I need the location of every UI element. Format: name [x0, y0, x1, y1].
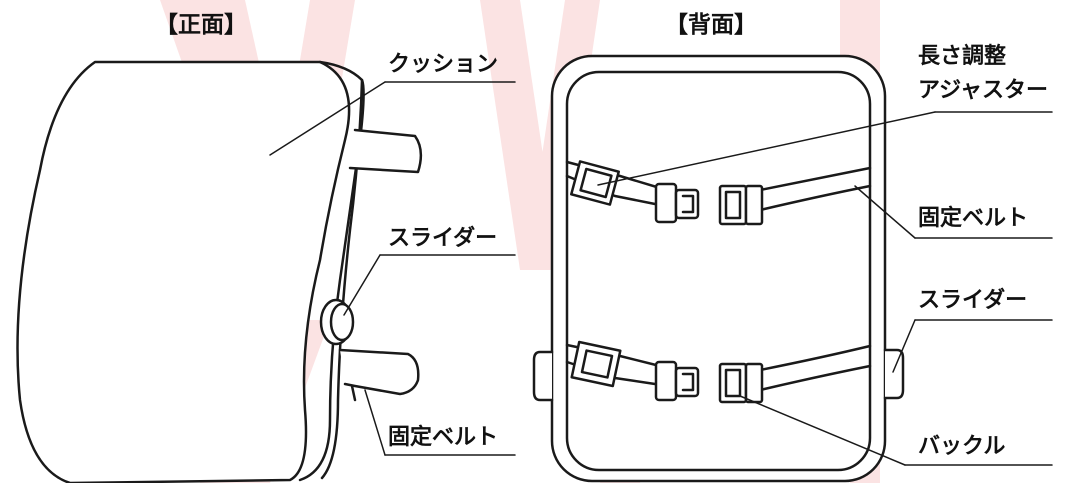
front-leader-lines: [269, 81, 516, 456]
label-adjuster-line2: アジャスター: [918, 78, 1049, 103]
back-title: 【背面】: [665, 12, 757, 38]
label-buckle: バックル: [918, 434, 1006, 459]
back-buckle-female-upper: [718, 184, 764, 226]
back-side-slider-right: [883, 348, 905, 400]
label-back-slider: スライダー: [918, 288, 1028, 313]
front-slider-knob: [319, 298, 355, 346]
back-adjuster-lower: [570, 340, 622, 388]
front-cushion-outline: [16, 60, 365, 483]
back-buckle-male-upper: [654, 182, 700, 224]
label-adjuster-line1: 長さ調整: [918, 44, 1007, 69]
label-cushion: クッション: [388, 52, 499, 77]
back-leader-lines: [597, 111, 1053, 466]
back-side-slider-left: [532, 350, 554, 402]
front-strap-upper: [348, 128, 423, 174]
label-back-fixed-belt: 固定ベルト: [918, 206, 1029, 231]
label-front-slider: スライダー: [388, 226, 498, 251]
back-buckle-female-lower: [718, 362, 764, 404]
front-title: 【正面】: [155, 12, 247, 38]
back-frame-outer: [550, 54, 887, 483]
label-front-fixed-belt: 固定ベルト: [388, 425, 499, 450]
back-adjuster-upper: [570, 160, 620, 206]
front-strap-lower: [338, 348, 420, 402]
back-buckle-male-lower: [654, 360, 700, 402]
